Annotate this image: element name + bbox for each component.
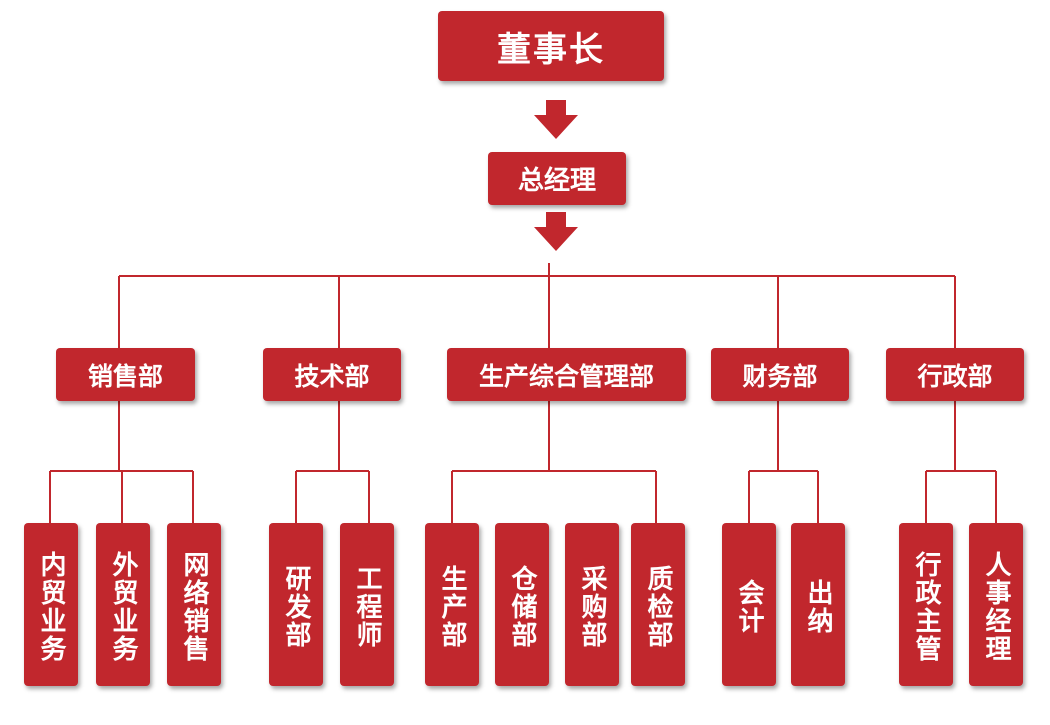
sub-unit-label: 外贸业务 — [108, 550, 138, 663]
dept-label: 销售部 — [87, 361, 163, 391]
sub-unit: 仓储部 — [495, 523, 549, 686]
sub-unit-label: 网络销售 — [179, 550, 209, 663]
sub-unit: 生产部 — [425, 523, 479, 686]
dept-production: 生产综合管理部 — [447, 348, 686, 401]
sub-unit: 会计 — [722, 523, 776, 686]
chairman-box: 董事长 — [438, 11, 664, 81]
sub-unit: 人事经理 — [969, 523, 1023, 686]
dept-sales: 销售部 — [56, 348, 195, 401]
down-arrow-icon — [534, 100, 578, 139]
sub-unit-label: 研发部 — [281, 564, 311, 649]
sub-unit: 研发部 — [269, 523, 323, 686]
sub-unit-label: 采购部 — [577, 564, 607, 649]
sub-unit: 外贸业务 — [96, 523, 150, 686]
sub-unit-label: 行政主管 — [911, 550, 941, 663]
sub-unit: 工程师 — [340, 523, 394, 686]
general-manager-label: 总经理 — [517, 166, 596, 196]
dept-label: 技术部 — [294, 361, 370, 391]
sub-unit: 质检部 — [631, 523, 685, 686]
general-manager-box: 总经理 — [488, 152, 626, 205]
sub-unit-label: 质检部 — [643, 564, 673, 649]
dept-label: 行政部 — [917, 361, 993, 391]
sub-unit: 出纳 — [791, 523, 845, 686]
dept-label: 财务部 — [742, 361, 818, 391]
sub-unit: 行政主管 — [899, 523, 953, 686]
dept-label: 生产综合管理部 — [478, 361, 654, 391]
dept-tech: 技术部 — [263, 348, 401, 401]
chairman-label: 董事长 — [497, 29, 605, 70]
sub-unit-label: 内贸业务 — [36, 550, 66, 663]
sub-unit-label: 出纳 — [803, 578, 833, 635]
sub-unit: 网络销售 — [167, 523, 221, 686]
sub-unit: 内贸业务 — [24, 523, 78, 686]
dept-admin: 行政部 — [886, 348, 1024, 401]
dept-finance: 财务部 — [711, 348, 849, 401]
sub-unit-label: 会计 — [734, 578, 764, 635]
sub-unit-label: 工程师 — [352, 564, 382, 649]
sub-unit-label: 生产部 — [437, 564, 467, 649]
sub-unit-label: 人事经理 — [981, 550, 1011, 663]
sub-unit: 采购部 — [565, 523, 619, 686]
sub-unit-label: 仓储部 — [507, 564, 537, 649]
down-arrow-icon — [534, 212, 578, 251]
